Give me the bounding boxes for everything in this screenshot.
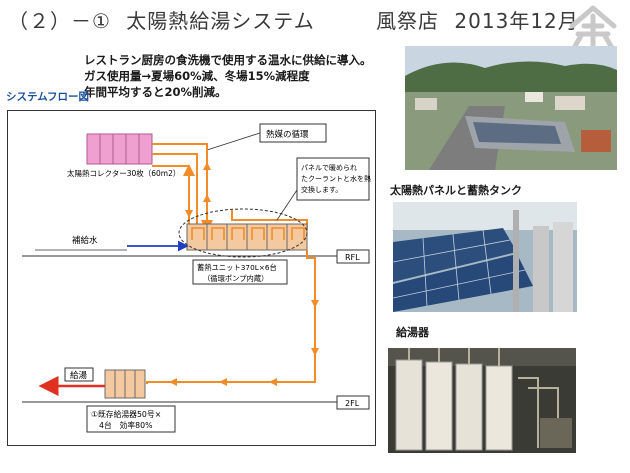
intro-line-1: レストラン厨房の食洗機で使用する温水に供給に導入。 [84, 52, 372, 68]
heater-line-1: ①既存給湯器50号× [91, 409, 161, 419]
intro-line-3: 年間平均すると20%削減。 [84, 84, 372, 100]
location-text: 風祭店 [376, 9, 439, 33]
heater-line-2: 4台 効率80% [99, 420, 152, 430]
page-title: （２）－① 太陽熱給湯システム 風祭店 2013年12月 [8, 5, 587, 34]
note-line-2: たクーラントと水を熱 [301, 174, 371, 183]
company-logo-icon [568, 4, 618, 52]
system-flow-diagram: 太陽熱コレクター30枚（60m2） 熱媒の循環 パネルで暖められ たクーラントと… [7, 110, 376, 446]
panel-caption: 太陽熱パネルと蓄熱タンク [390, 182, 522, 198]
system-flow-label: システムフロー図 [6, 89, 89, 104]
2fl-label: 2FL [345, 399, 360, 408]
aerial-photo [405, 46, 617, 170]
rfl-label: RFL [345, 253, 360, 262]
collector-label: 太陽熱コレクター30枚（60m2） [67, 168, 180, 178]
supply-water-label: 補給水 [72, 235, 98, 246]
title-text: 太陽熱給湯システム [126, 9, 314, 33]
water-heater-photo [388, 348, 576, 453]
date-text: 2013年12月 [454, 9, 578, 33]
intro-text: レストラン厨房の食洗機で使用する温水に供給に導入。 ガス使用量→夏場60%減、冬… [84, 52, 372, 100]
circulation-label: 熱媒の循環 [266, 129, 309, 140]
storage-line-1: 蓄熱ユニット370L×6台 [197, 263, 277, 272]
intro-line-2: ガス使用量→夏場60%減、冬場15%減程度 [84, 68, 372, 84]
storage-units [187, 224, 307, 250]
note-line-1: パネルで暖められ [301, 164, 357, 172]
note-line-3: 交換します。 [301, 185, 342, 194]
heater-caption: 給湯器 [396, 324, 429, 340]
section-number: （２）－① [8, 9, 111, 33]
water-heaters [105, 370, 145, 398]
solar-collectors [87, 134, 152, 164]
solar-panel-photo [393, 202, 577, 312]
storage-line-2: （循環ポンプ内蔵） [203, 274, 268, 283]
hot-water-label: 給湯 [70, 370, 88, 381]
